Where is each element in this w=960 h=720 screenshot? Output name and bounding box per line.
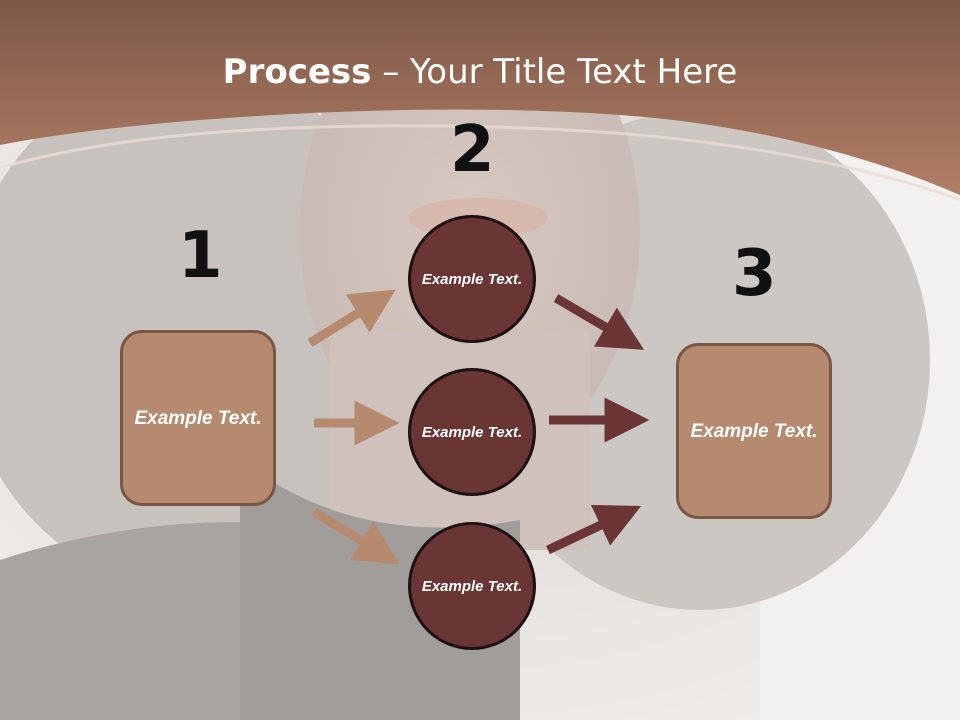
step-number-1: 1 bbox=[178, 219, 223, 293]
step-number-2: 2 bbox=[450, 113, 495, 187]
title-rest: Your Title Text Here bbox=[410, 52, 738, 92]
node-middle-text: Example Text. bbox=[421, 423, 523, 441]
node-top: Example Text. bbox=[408, 215, 536, 343]
slide-title: Process – Your Title Text Here bbox=[0, 52, 960, 92]
step-3-text: Example Text. bbox=[690, 420, 818, 442]
node-top-text: Example Text. bbox=[421, 270, 523, 288]
node-bottom-text: Example Text. bbox=[421, 577, 523, 595]
step-3-box: Example Text. bbox=[676, 343, 832, 519]
title-bold: Process bbox=[222, 52, 372, 92]
step-1-text: Example Text. bbox=[134, 407, 262, 429]
node-middle: Example Text. bbox=[408, 368, 536, 496]
title-dash: – bbox=[371, 52, 411, 92]
step-number-3: 3 bbox=[732, 237, 777, 311]
step-1-box: Example Text. bbox=[120, 330, 276, 506]
node-bottom: Example Text. bbox=[408, 522, 536, 650]
